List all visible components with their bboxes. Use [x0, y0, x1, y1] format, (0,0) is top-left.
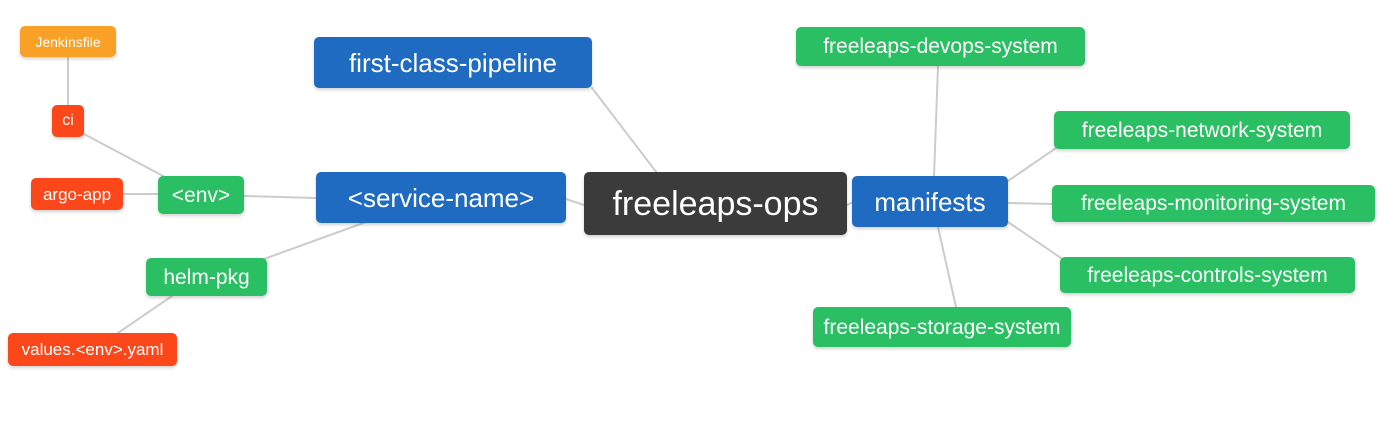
- edge-service-name-helm-pkg: [263, 221, 367, 260]
- edge-manifests-freeleaps-monitoring-system: [1007, 202, 1053, 205]
- node-freeleaps-controls-system[interactable]: freeleaps-controls-system: [1060, 257, 1355, 293]
- node-argo-app[interactable]: argo-app: [31, 178, 123, 210]
- edge-manifests-freeleaps-storage-system: [937, 226, 957, 308]
- node-jenkinsfile[interactable]: Jenkinsfile: [20, 26, 116, 57]
- edge-freeleaps-ops-first-class-pipeline: [591, 87, 658, 174]
- node-helm-pkg[interactable]: helm-pkg: [146, 258, 267, 296]
- node-freeleaps-network-system[interactable]: freeleaps-network-system: [1054, 111, 1350, 149]
- edge-manifests-freeleaps-devops-system: [933, 65, 939, 177]
- node-manifests[interactable]: manifests: [852, 176, 1008, 227]
- node-freeleaps-ops[interactable]: freeleaps-ops: [584, 172, 847, 235]
- node-service-name[interactable]: <service-name>: [316, 172, 566, 223]
- node-freeleaps-monitoring-system[interactable]: freeleaps-monitoring-system: [1052, 185, 1375, 222]
- node-freeleaps-storage-system[interactable]: freeleaps-storage-system: [813, 307, 1071, 347]
- edge-service-name-env: [243, 195, 317, 199]
- node-first-class-pipeline[interactable]: first-class-pipeline: [314, 37, 592, 88]
- node-freeleaps-devops-system[interactable]: freeleaps-devops-system: [796, 27, 1085, 66]
- node-ci[interactable]: ci: [52, 105, 84, 137]
- node-env[interactable]: <env>: [158, 176, 244, 214]
- edge-manifests-freeleaps-network-system: [1007, 147, 1057, 182]
- edge-helm-pkg-values-env-yaml: [117, 295, 173, 334]
- edge-manifests-freeleaps-controls-system: [1007, 221, 1062, 259]
- edge-freeleaps-ops-service-name: [565, 198, 585, 206]
- edge-env-ci: [83, 133, 166, 178]
- node-values-env-yaml[interactable]: values.<env>.yaml: [8, 333, 177, 366]
